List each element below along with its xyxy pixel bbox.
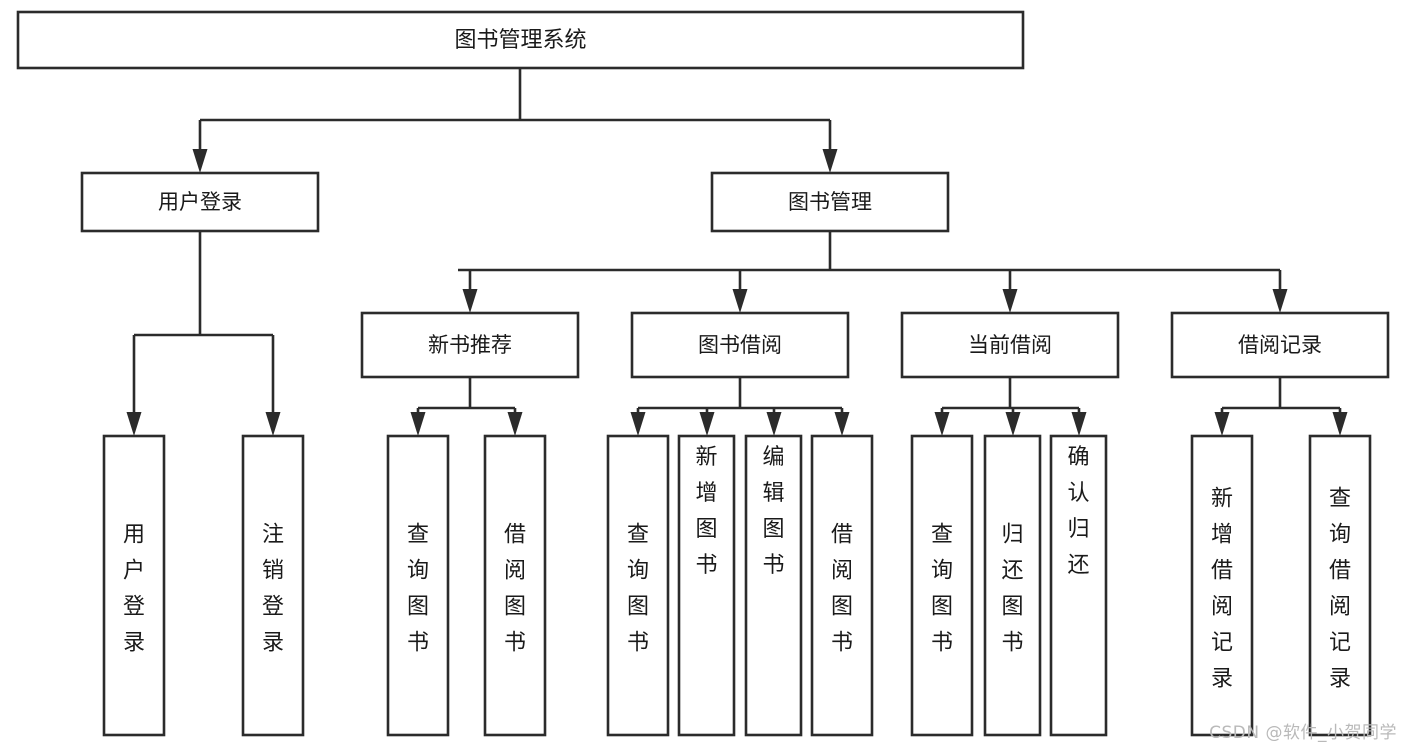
node-rect: [677, 434, 736, 737]
node-rect: [710, 171, 950, 233]
arrow-head-icon: [1005, 412, 1021, 436]
node-rect: [1308, 434, 1372, 737]
leaf-confirm-return[interactable]: 确认归还（管理员）: [597, 0, 1108, 737]
node-layer: 图书管理系统用户登录图书管理新书推荐图书借阅当前借阅借阅记录用户登录注销登录查询…: [16, 0, 1390, 737]
leaf-query-book-3[interactable]: 查询图书: [910, 434, 974, 737]
leaf-label: 注销登录: [262, 523, 284, 656]
arrow-head-icon: [822, 149, 838, 173]
leaf-label: 查询图书: [407, 523, 429, 656]
node-rect: [630, 311, 850, 379]
leaf-label: 借阅图书: [504, 523, 526, 656]
leaf-label: 查询图书: [931, 523, 953, 656]
leaf-return-book[interactable]: 归还图书: [983, 434, 1042, 737]
arrow-head-icon: [1071, 412, 1087, 436]
arrow-head-icon: [462, 289, 478, 313]
node-label: 图书管理: [788, 190, 872, 214]
arrow-head-icon: [1332, 412, 1348, 436]
node-rect: [810, 434, 874, 737]
node-label: 用户登录: [158, 190, 242, 214]
node-rect: [983, 434, 1042, 737]
user-login[interactable]: 用户登录: [80, 171, 320, 233]
arrow-head-icon: [732, 289, 748, 313]
leaf-label: 查询借阅记录: [1329, 487, 1351, 692]
node-label: 当前借阅: [968, 333, 1052, 357]
node-rect: [386, 434, 450, 737]
leaf-label: 查询图书: [627, 523, 649, 656]
node-label: 新书推荐: [428, 333, 512, 357]
leaf-borrow-book-2[interactable]: 借阅图书: [810, 434, 874, 737]
arrow-head-icon: [410, 412, 426, 436]
node-rect: [910, 434, 974, 737]
node-rect: [1170, 311, 1390, 379]
node-rect: [744, 434, 803, 737]
arrow-head-icon: [934, 412, 950, 436]
arrow-head-icon: [507, 412, 523, 436]
leaf-user-login[interactable]: 用户登录: [102, 434, 166, 737]
node-rect: [1049, 434, 1108, 737]
arrow-head-icon: [1272, 289, 1288, 313]
leaf-query-book-2[interactable]: 查询图书: [606, 434, 670, 737]
borrow-record[interactable]: 借阅记录: [1170, 311, 1390, 379]
leaf-label: 新增借阅记录: [1211, 487, 1233, 692]
leaf-label: 新增图书（管理员）: [597, 0, 763, 578]
node-label: 图书管理系统: [454, 28, 586, 53]
arrow-head-icon: [265, 412, 281, 436]
leaf-label: 确认归还（管理员）: [597, 0, 1090, 578]
arrow-head-icon: [1214, 412, 1230, 436]
node-rect: [80, 171, 320, 233]
arrow-head-icon: [766, 412, 782, 436]
node-rect: [16, 10, 1025, 70]
leaf-user-logout[interactable]: 注销登录: [241, 434, 305, 737]
new-book-recommend[interactable]: 新书推荐: [360, 311, 580, 379]
leaf-query-book-1[interactable]: 查询图书: [386, 434, 450, 737]
leaf-edit-book[interactable]: 编辑图书（管理员）: [597, 0, 803, 737]
root-node[interactable]: 图书管理系统: [16, 10, 1025, 70]
leaf-label: 用户登录: [123, 523, 145, 656]
arrow-head-icon: [192, 149, 208, 173]
connector-layer: [126, 68, 1348, 436]
node-rect: [102, 434, 166, 737]
node-rect: [241, 434, 305, 737]
book-borrow[interactable]: 图书借阅: [630, 311, 850, 379]
current-borrow[interactable]: 当前借阅: [900, 311, 1120, 379]
leaf-borrow-book-1[interactable]: 借阅图书: [483, 434, 547, 737]
leaf-query-record[interactable]: 查询借阅记录: [1308, 434, 1372, 737]
leaf-label: 编辑图书（管理员）: [597, 0, 785, 578]
book-management[interactable]: 图书管理: [710, 171, 950, 233]
node-rect: [1190, 434, 1254, 737]
arrow-head-icon: [1002, 289, 1018, 313]
leaf-add-book[interactable]: 新增图书（管理员）: [597, 0, 763, 737]
arrow-head-icon: [834, 412, 850, 436]
arrow-head-icon: [699, 412, 715, 436]
node-rect: [606, 434, 670, 737]
node-label: 借阅记录: [1238, 333, 1322, 357]
leaf-label: 借阅图书: [831, 523, 853, 656]
node-rect: [900, 311, 1120, 379]
leaf-add-record[interactable]: 新增借阅记录: [1190, 434, 1254, 737]
node-rect: [483, 434, 547, 737]
node-rect: [360, 311, 580, 379]
arrow-head-icon: [126, 412, 142, 436]
node-label: 图书借阅: [698, 333, 782, 357]
arrow-head-icon: [630, 412, 646, 436]
leaf-label: 归还图书: [1001, 523, 1023, 656]
